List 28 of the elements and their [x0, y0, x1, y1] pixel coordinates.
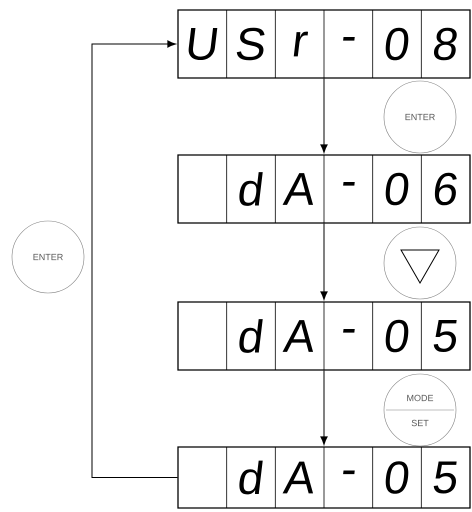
enter-button: ENTER: [12, 220, 84, 294]
mode-set-button: MODE SET: [384, 374, 456, 446]
display-character: r: [294, 32, 308, 56]
arrow: [320, 223, 328, 300]
display-character: 5: [434, 461, 457, 494]
display-character: d: [239, 460, 263, 494]
arrow: [320, 370, 328, 445]
display-character: A: [282, 462, 314, 494]
arrow: [92, 40, 178, 478]
display-character: U: [188, 28, 218, 60]
display-character: -: [343, 470, 355, 474]
display-character: 6: [434, 172, 457, 206]
display-character: 0: [386, 172, 408, 206]
arrow: [320, 78, 328, 153]
display-character: 8: [434, 28, 457, 60]
display-character: 0: [386, 461, 408, 494]
enter-button: ENTER: [384, 80, 456, 154]
display-character: -: [343, 328, 355, 333]
display-character: S: [236, 28, 265, 60]
display-character: -: [343, 36, 355, 41]
display-character: A: [282, 320, 314, 352]
display-character: A: [282, 173, 314, 205]
display-character: d: [239, 319, 263, 353]
display-character: 0: [386, 28, 408, 60]
display-character: 0: [386, 320, 408, 352]
display-character: -: [343, 182, 355, 186]
display-character: 5: [434, 320, 457, 352]
display-character: d: [239, 172, 263, 206]
